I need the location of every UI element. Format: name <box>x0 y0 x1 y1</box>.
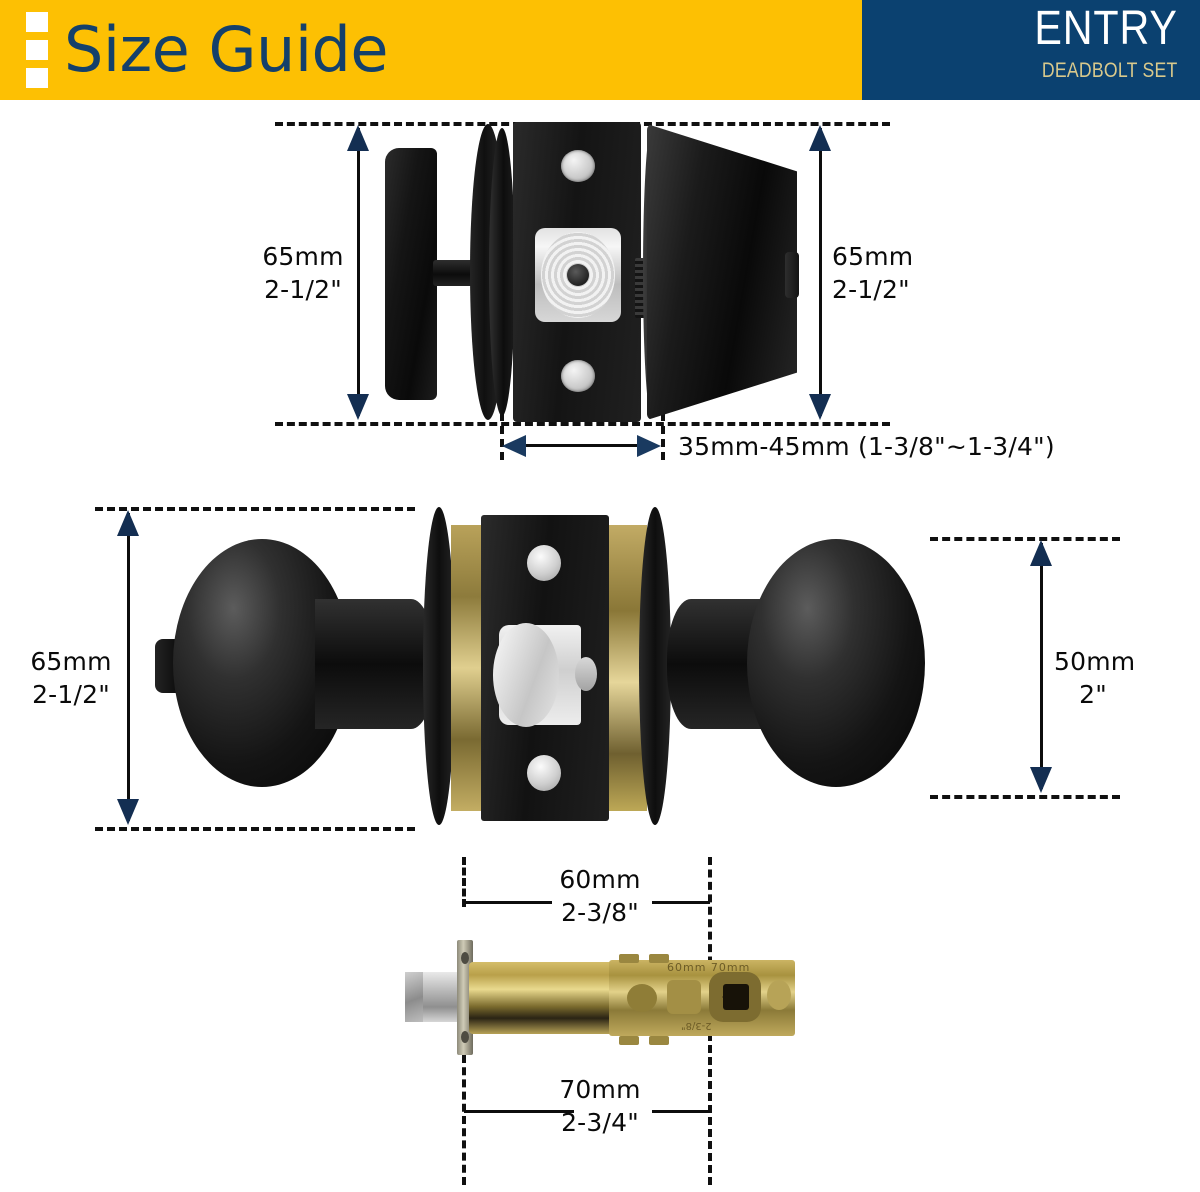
kb-left-arrow-down <box>117 799 139 825</box>
latch-stamp-small-text: 2-3/8" <box>681 1020 712 1031</box>
latch-tab-a <box>619 954 639 963</box>
lt-70-dim-line-right <box>652 1110 710 1113</box>
knob-screw-hole-top <box>527 545 561 581</box>
db-thickness-label: 35mm-45mm (1-3/8"~1-3/4") <box>678 432 1055 461</box>
latch-spindle-square <box>723 984 749 1010</box>
lt-70-dim-line-left <box>464 1110 574 1113</box>
dot-squares-decoration <box>26 12 52 88</box>
db-right-mm: 65mm <box>832 242 914 271</box>
kb-guide-bottom-right <box>930 795 1120 799</box>
lt-70-inch: 2-3/4" <box>561 1108 639 1137</box>
db-thickness-arrow-right <box>637 435 661 457</box>
dot-square-1 <box>26 12 48 32</box>
deadbolt-screw-hole-bottom <box>561 360 595 392</box>
section-latch-view: 60mm 2-3/8" 70mm 2-3/4" 60mm 70mm 2-3/8" <box>0 845 1200 1192</box>
latch-tab-d <box>649 1036 669 1045</box>
kb-guide-top-left <box>95 507 415 511</box>
kb-left-mm: 65mm <box>30 647 112 676</box>
page-title: Size Guide <box>64 13 389 86</box>
lt-60-dimension-label: 60mm 2-3/8" <box>545 863 655 929</box>
lt-70-dimension-label: 70mm 2-3/4" <box>545 1073 655 1139</box>
lt-60-mm: 60mm <box>559 865 641 894</box>
latch-stamp-text: 60mm 70mm <box>667 961 751 974</box>
db-thickness-dim-line <box>518 444 644 447</box>
badge-title: ENTRY <box>1034 2 1178 55</box>
lt-60-inch: 2-3/8" <box>561 898 639 927</box>
lt-guide-left-70 <box>462 1055 466 1185</box>
latch-faceplate-screw-top <box>461 952 469 964</box>
knob-latch-bolt-face <box>493 623 559 727</box>
kb-right-inch: 2" <box>1079 680 1107 709</box>
db-left-arrow-up <box>347 125 369 151</box>
kb-right-arrow-up <box>1030 540 1052 566</box>
kb-right-dimension-label: 50mm 2" <box>1054 645 1164 711</box>
deadbolt-cone-end-cap <box>785 252 799 298</box>
latch-faceplate-screw-bottom <box>461 1031 469 1043</box>
db-guide-bottom <box>275 422 890 426</box>
deadbolt-thumbturn <box>385 148 437 400</box>
deadbolt-rose-inner <box>489 128 515 416</box>
db-left-arrow-down <box>347 394 369 420</box>
lt-60-dim-line-left <box>464 901 552 904</box>
latch-housing-slot-b <box>667 980 701 1014</box>
db-thickness-arrow-left <box>502 435 526 457</box>
deadbolt-screw-hole-top <box>561 150 595 182</box>
page-header: Size Guide ENTRY DEADBOLT SET <box>0 0 1200 100</box>
knob-left-brass-chassis <box>451 525 485 811</box>
knob-set-product-image <box>155 503 945 833</box>
db-left-mm: 65mm <box>262 242 344 271</box>
knob-right-rose <box>639 507 671 825</box>
db-left-dimension-label: 65mm 2-1/2" <box>248 240 358 306</box>
db-right-arrow-down <box>809 394 831 420</box>
kb-left-inch: 2-1/2" <box>32 680 110 709</box>
deadbolt-exterior-cylinder <box>647 124 797 420</box>
kb-right-dim-line <box>1040 543 1043 789</box>
db-right-dimension-label: 65mm 2-1/2" <box>832 240 942 306</box>
db-right-inch: 2-1/2" <box>832 275 910 304</box>
lt-70-mm: 70mm <box>559 1075 641 1104</box>
kb-right-mm: 50mm <box>1054 647 1136 676</box>
deadbolt-faceplate <box>513 122 641 422</box>
db-thickness-guide-right <box>661 400 665 460</box>
lt-guide-right-70 <box>708 973 712 1185</box>
knob-left-rose <box>423 507 455 825</box>
latch-housing-slot-a <box>627 984 657 1012</box>
latch-tab-c <box>619 1036 639 1045</box>
knob-latch-deadlocking-pin <box>575 657 597 691</box>
db-right-dim-line <box>819 128 822 416</box>
db-thickness-guide-left <box>500 400 504 460</box>
deadbolt-product-image <box>385 120 805 430</box>
lt-guide-left-60 <box>462 857 466 907</box>
latch-barrel <box>469 962 614 1034</box>
kb-left-dim-line <box>127 513 130 821</box>
kb-guide-bottom-left <box>95 827 415 831</box>
dot-square-2 <box>26 40 48 60</box>
knob-latch-faceplate <box>481 515 609 821</box>
latch-product-image: 60mm 70mm 2-3/8" <box>405 940 795 1055</box>
section-deadbolt-side-view: 65mm 2-1/2" 65mm 2-1/2" 35mm-45mm (1-3/8… <box>0 100 1200 490</box>
section-knob-set-view: 65mm 2-1/2" 50mm 2" <box>0 495 1200 840</box>
knob-screw-hole-bottom <box>527 755 561 791</box>
latch-bolt-bevel <box>405 972 423 1022</box>
header-navy-badge: ENTRY DEADBOLT SET <box>862 0 1200 100</box>
kb-left-arrow-up <box>117 510 139 536</box>
deadbolt-cylinder-keyway <box>567 264 589 286</box>
kb-right-arrow-down <box>1030 767 1052 793</box>
kb-guide-top-right <box>930 537 1120 541</box>
dot-square-3 <box>26 68 48 88</box>
db-left-inch: 2-1/2" <box>264 275 342 304</box>
latch-end-hole <box>767 980 791 1010</box>
header-yellow-bar: Size Guide <box>0 0 862 100</box>
lt-guide-right-60 <box>708 857 712 977</box>
knob-left-neck <box>315 599 435 729</box>
db-left-dim-line <box>357 128 360 416</box>
knob-exterior <box>747 539 925 787</box>
kb-left-dimension-label: 65mm 2-1/2" <box>18 645 124 711</box>
latch-tab-b <box>649 954 669 963</box>
badge-subtitle: DEADBOLT SET <box>1042 59 1178 82</box>
lt-60-dim-line-right <box>652 901 710 904</box>
db-right-arrow-up <box>809 125 831 151</box>
